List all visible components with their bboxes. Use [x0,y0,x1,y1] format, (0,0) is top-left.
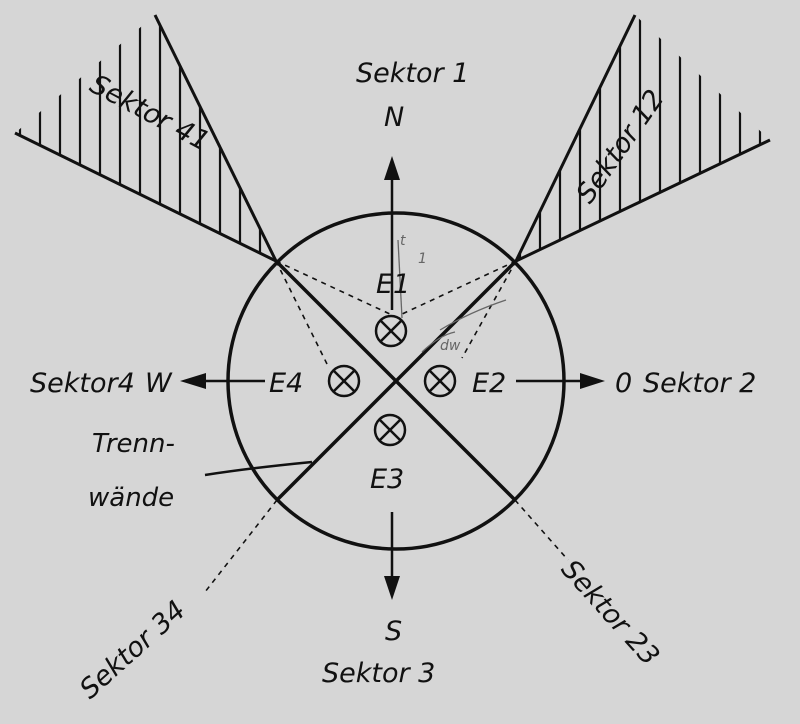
pencil-label-dw: dw [440,338,461,354]
label-sektor-1: Sektor 1 [356,58,469,89]
label-east: 0 [615,368,632,399]
label-sektor-2: Sektor 2 [643,368,756,399]
label-sektor-34: Sektor 34 [74,595,192,705]
pencil-annotation-marks [397,239,507,353]
element-e4-symbol [327,364,361,398]
element-e3-symbol [373,413,407,447]
dashed-sector-lines [204,260,569,593]
trennwaende-leader-line [204,460,313,477]
sector-41-hatched-wedge [14,14,278,263]
direction-arrows [180,156,605,600]
sector-12-hatched-wedge [514,14,771,263]
label-sektor-23: Sektor 23 [555,554,665,672]
label-sektor-3: Sektor 3 [322,658,435,689]
pencil-label-t: t [400,233,406,249]
label-south: S [385,616,402,647]
element-e2-symbol [423,364,457,398]
label-waende: wände [88,483,174,513]
label-sektor-41: Sektor 41 [85,69,215,158]
label-trenn: Trenn- [92,429,175,459]
label-west: W [145,368,173,399]
element-e1-symbol [374,314,408,348]
partition-walls [274,259,518,502]
pencil-label-superscript: 1 [418,251,427,267]
label-e3: E3 [370,464,404,495]
label-e2: E2 [472,368,506,399]
label-sektor-4: Sektor4 [30,368,135,399]
label-e4: E4 [269,368,303,399]
label-north: N [384,102,404,133]
label-e1: E1 [376,269,410,300]
